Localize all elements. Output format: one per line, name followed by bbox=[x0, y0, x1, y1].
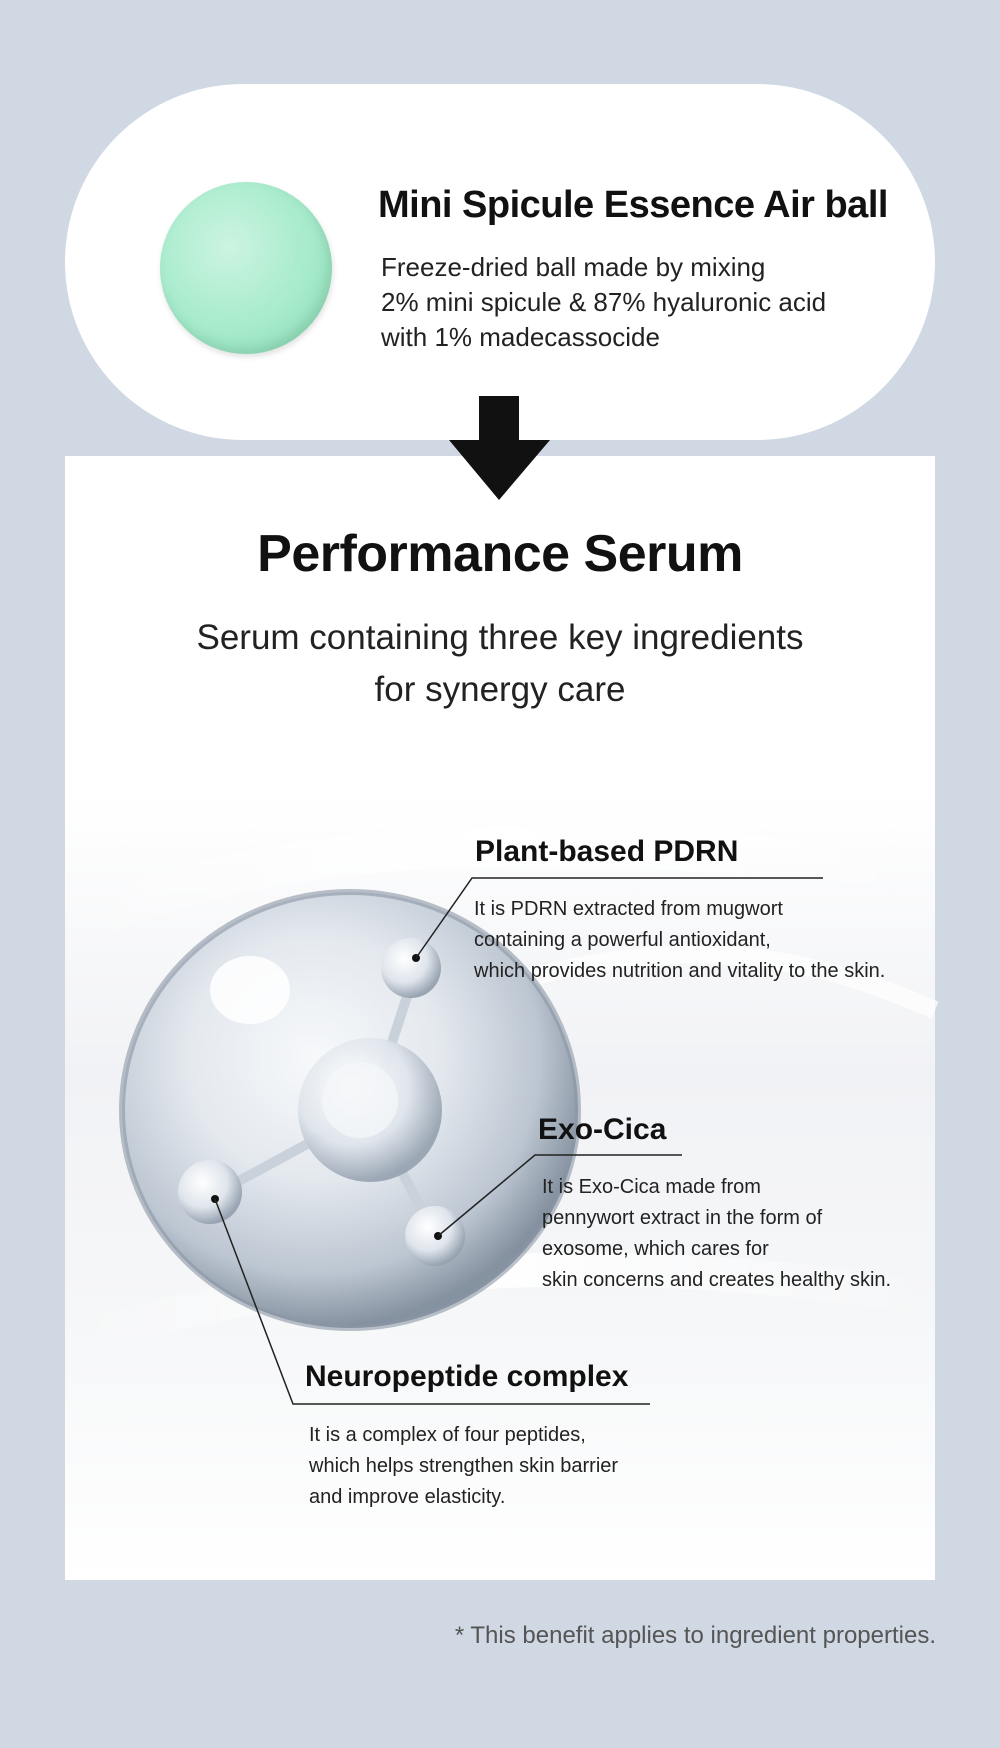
air-ball-description-line: 2% mini spicule & 87% hyaluronic acid bbox=[381, 287, 827, 317]
ingredient-description-neuropeptide: It is a complex of four peptides, which … bbox=[309, 1420, 618, 1513]
ingredient-description-line: which helps strengthen skin barrier bbox=[309, 1455, 619, 1477]
ingredient-description-exocica: It is Exo-Cica made from pennywort extra… bbox=[542, 1172, 891, 1296]
glass-sphere-rim bbox=[119, 889, 581, 1331]
exocica-leader-line bbox=[437, 1154, 682, 1237]
ingredient-description-line: skin concerns and creates healthy skin. bbox=[542, 1269, 892, 1291]
air-ball-description-line: Freeze-dried ball made by mixing bbox=[381, 252, 766, 282]
pdrn-leader-line bbox=[415, 877, 823, 959]
ingredient-description-line: It is PDRN extracted from mugwort bbox=[474, 898, 783, 920]
serum-subtitle-line: for synergy care bbox=[374, 670, 626, 709]
molecule-core-inner bbox=[322, 1062, 398, 1138]
ingredient-title-pdrn: Plant-based PDRN bbox=[475, 835, 739, 868]
molecule-atom-neuropeptide bbox=[178, 1160, 242, 1224]
air-ball-title: Mini Spicule Essence Air ball bbox=[378, 184, 888, 226]
air-ball-image bbox=[160, 182, 332, 354]
cream-swirl bbox=[61, 826, 937, 949]
neuropeptide-leader-line bbox=[214, 1198, 650, 1405]
molecule-atom-pdrn bbox=[381, 938, 441, 998]
ingredient-title-neuropeptide: Neuropeptide complex bbox=[305, 1360, 629, 1393]
serum-subtitle-line: Serum containing three key ingredients bbox=[196, 618, 804, 657]
ingredient-description-line: which provides nutrition and vitality to… bbox=[474, 960, 886, 982]
ingredient-description-line: It is a complex of four peptides, bbox=[309, 1424, 586, 1446]
ingredient-description-line: exosome, which cares for bbox=[542, 1238, 769, 1260]
serum-title: Performance Serum bbox=[257, 525, 743, 583]
ingredient-description-line: and improve elasticity. bbox=[309, 1486, 506, 1508]
ingredient-title-exocica: Exo-Cica bbox=[538, 1113, 667, 1146]
ingredient-description-line: It is Exo-Cica made from bbox=[542, 1176, 761, 1198]
footnote: * This benefit applies to ingredient pro… bbox=[454, 1622, 936, 1649]
serum-subtitle: Serum containing three key ingredients f… bbox=[0, 612, 1000, 716]
arrow-down-icon bbox=[449, 396, 550, 500]
sphere-highlight bbox=[210, 956, 290, 1024]
air-ball-description: Freeze-dried ball made by mixing 2% mini… bbox=[381, 250, 826, 355]
cream-swirl bbox=[517, 945, 939, 1019]
ingredient-description-line: pennywort extract in the form of bbox=[542, 1207, 823, 1229]
air-ball-description-line: with 1% madecassocide bbox=[381, 322, 660, 352]
ingredient-description-line: containing a powerful antioxidant, bbox=[474, 929, 771, 951]
ingredient-description-pdrn: It is PDRN extracted from mugwort contai… bbox=[474, 894, 885, 987]
